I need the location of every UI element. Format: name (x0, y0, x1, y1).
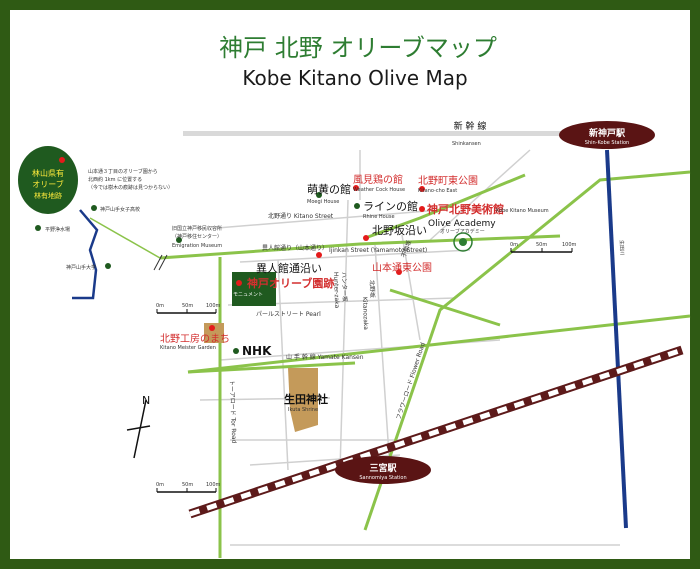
yamamoto-park-label-jp: 山本通東公園 (372, 261, 432, 274)
olive-academy-logo-icon (453, 232, 473, 252)
shinkansen-label-en: Shinkansen (452, 141, 481, 147)
kitanozaka-road-label: 北野坂 (368, 280, 377, 298)
shinkobe-station-en: Shin-Kobe Station (585, 140, 629, 146)
flower-road-label: フラワーロード Flower Road (395, 341, 427, 420)
kitanozaka-label-jp: 北野坂沿い (372, 224, 427, 237)
olive-markers (209, 185, 425, 331)
shinkobe-station-jp: 新神戸駅 (589, 127, 626, 139)
kazamidori-label-en: Weather Cock House (353, 187, 405, 193)
scale-top-50: 50m (182, 303, 193, 309)
inset-university-label: 神戸山手大学 (66, 264, 96, 271)
scale-bottom-100: 100m (206, 482, 221, 488)
scale-bottom-50: 50m (182, 482, 193, 488)
ikuta-river-label: 生田川 (618, 240, 626, 255)
emigration-label-en: Emigration Museum (172, 243, 222, 249)
kitanocho-park-label-jp: 北野町東公園 (418, 174, 478, 187)
scale-right-50: 50m (536, 242, 547, 248)
scale-right-100: 100m (562, 242, 577, 248)
scale-top-100: 100m (206, 303, 221, 309)
kitano-kobo-label-en: Kitano Meister Garden (160, 345, 216, 351)
olive-garden-block (232, 272, 276, 306)
north-label: N (142, 394, 150, 407)
scale-bottom-0: 0m (156, 482, 164, 488)
ijinkan-street-label-en: Ijinkan Street (Yamamoto Street) (329, 247, 427, 254)
olive-garden-label-jp: 神戸オリーブ園跡 (247, 276, 334, 290)
scale-bar-top: 0m 50m 100m (156, 303, 221, 314)
rhine-label-en: Rhine House (363, 214, 395, 220)
kitanozaka-road-label-en: Kitanozaka (361, 297, 369, 331)
inset-river (72, 209, 99, 300)
inset-water-marker (35, 225, 41, 231)
inset-oval-line3: 林有地跡 (34, 191, 62, 200)
art-museum-label-jp: 神戸北野美術館 (427, 202, 504, 216)
scale-right-0: 0m (510, 242, 518, 248)
kitano-street-label: 北野通り Kitano Street (268, 212, 334, 220)
map-title-en: Kobe Kitano Olive Map (242, 66, 467, 90)
shinkansen-line (183, 131, 653, 136)
inset-school-marker (91, 205, 97, 211)
inset-oval-line2: オリーブ (32, 179, 64, 189)
inset-break-mark-1 (153, 254, 163, 271)
attraction-markers (176, 192, 360, 354)
pearl-street-label: パールストリート Pearl (256, 311, 321, 318)
ijinkan-street-label-jp: 異人館通り（山本通り） (262, 244, 328, 252)
jr-line (188, 345, 684, 519)
ikuta-shrine-block (288, 368, 318, 432)
rhine-label-jp: ラインの館 (363, 199, 418, 213)
inset-road (89, 217, 161, 259)
sannomiya-station-badge: 三宮駅 Sannomiya Station (335, 456, 431, 484)
moegi-label-en: Moegi House (307, 199, 339, 205)
olive-garden-monument: モニュメント (233, 292, 263, 298)
inset-school-label: 神戸山手女子高校 (100, 206, 140, 213)
emigration-label-jp: 旧国立神戸移民収容所 (172, 225, 222, 232)
shinkansen-label-jp: 新 幹 線 (454, 120, 487, 132)
kitanocho-park-label-en: Kitano-cho East (418, 188, 457, 194)
olive-academy-label-en: Olive Academy (428, 219, 496, 229)
inset-note-line1: 山本通３丁目のオリーブ園から (88, 168, 158, 175)
inset-oval-line1: 林山県有 (32, 168, 64, 178)
sannomiya-station-en: Sannomiya Station (359, 475, 406, 481)
inset-olive-marker (59, 157, 65, 163)
ijinkan-label-jp: 異人館通沿い (256, 261, 322, 275)
map-title-jp: 神戸 北野 オリーブマップ (219, 34, 497, 62)
inset-university-marker (105, 263, 111, 269)
ikuta-label-jp: 生田神社 (284, 392, 328, 406)
tor-road-label: トーアロード Tor Road (228, 380, 237, 444)
shinkobe-station-badge: 新神戸駅 Shin-Kobe Station (559, 121, 655, 149)
nhk-label: NHK (242, 344, 272, 358)
art-museum-label-en: Kobe Kitano Museum (496, 208, 549, 214)
scale-bar-bottom: 0m 50m 100m (156, 482, 221, 493)
scale-top-0: 0m (156, 303, 164, 309)
hunter-zaka-label-en: Hunter-zaka (332, 272, 340, 309)
inset-note-line3: （今では樹木の痕跡は見つからない） (88, 184, 173, 191)
kitano-kobo-label-jp: 北野工房のまち (160, 332, 230, 345)
north-arrow-icon: N (126, 394, 150, 459)
kazamidori-label-jp: 風見鶏の館 (353, 173, 403, 186)
inset-break-mark-2 (158, 254, 168, 271)
moegi-label-jp: 萌黄の館 (307, 182, 351, 196)
yamate-kansen-label: 山 手 幹 線 Yamate Kansen (286, 353, 364, 361)
scale-bar-right: 0m 50m 100m (510, 242, 577, 253)
hunter-zaka-label: ハンター坂 (340, 272, 349, 302)
inset-water-label: 平野浄水場 (45, 226, 70, 233)
emigration-label-jp2: （神戸移住センター） (172, 233, 222, 240)
inset-oval (18, 146, 78, 214)
inset-map: 林山県有 オリーブ 林有地跡 山本通３丁目のオリーブ園から 北西約 1km に位… (18, 146, 173, 300)
blue-line (605, 149, 628, 529)
inset-note-line2: 北西約 1km に位置する (88, 176, 142, 183)
ikuta-label-en: Ikuta Shrine (288, 407, 318, 413)
olive-academy-label-jp: オリーブアカデミー (440, 228, 485, 235)
sannomiya-station-jp: 三宮駅 (369, 462, 397, 474)
